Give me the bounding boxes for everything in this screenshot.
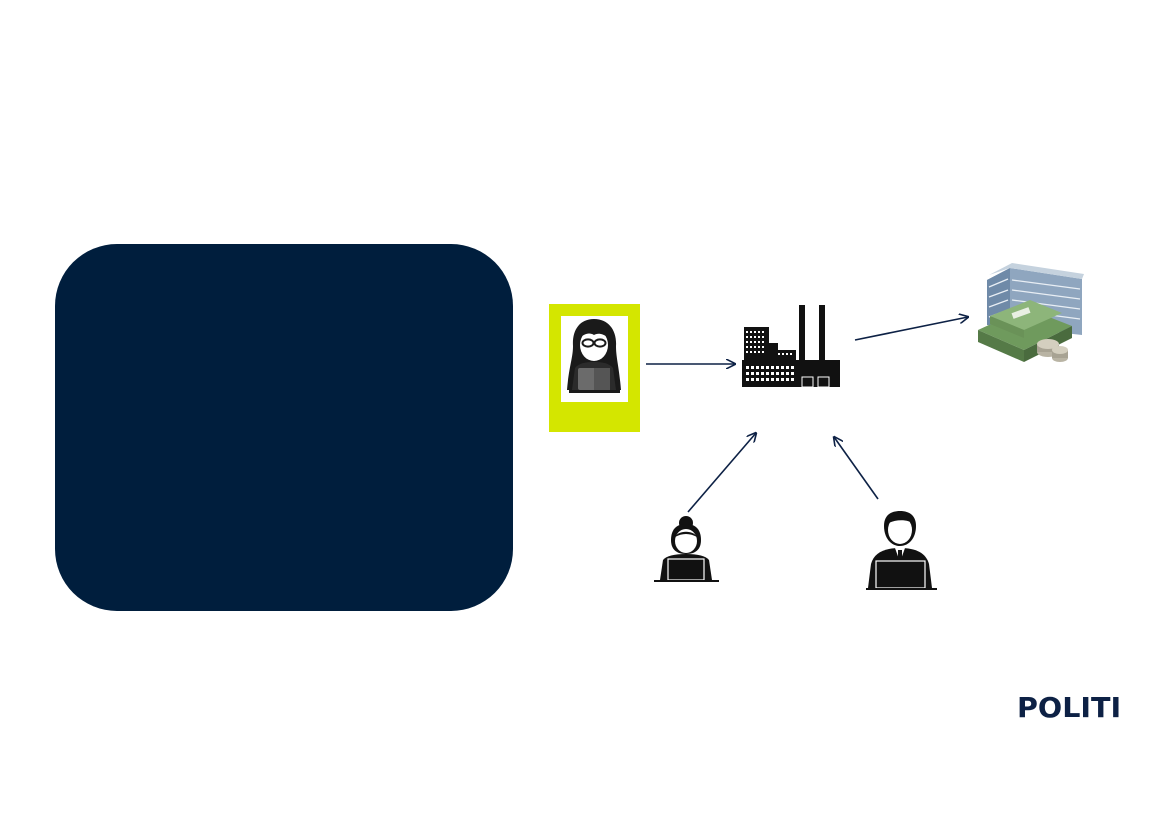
arrow-woman-to-factory <box>687 433 756 513</box>
factory-icon <box>742 305 840 388</box>
man-laptop-icon <box>866 511 937 590</box>
bank-money-icon <box>978 263 1084 362</box>
hacker-card-inner <box>561 316 628 402</box>
hooded-hacker-icon <box>567 319 621 393</box>
hacker-card <box>549 304 640 432</box>
arrow-man-to-factory <box>834 437 879 500</box>
arrow-factory-to-bank <box>854 317 968 341</box>
text-panel <box>55 244 513 611</box>
politi-logo: POLITI <box>1017 691 1122 724</box>
woman-laptop-icon <box>654 516 719 582</box>
